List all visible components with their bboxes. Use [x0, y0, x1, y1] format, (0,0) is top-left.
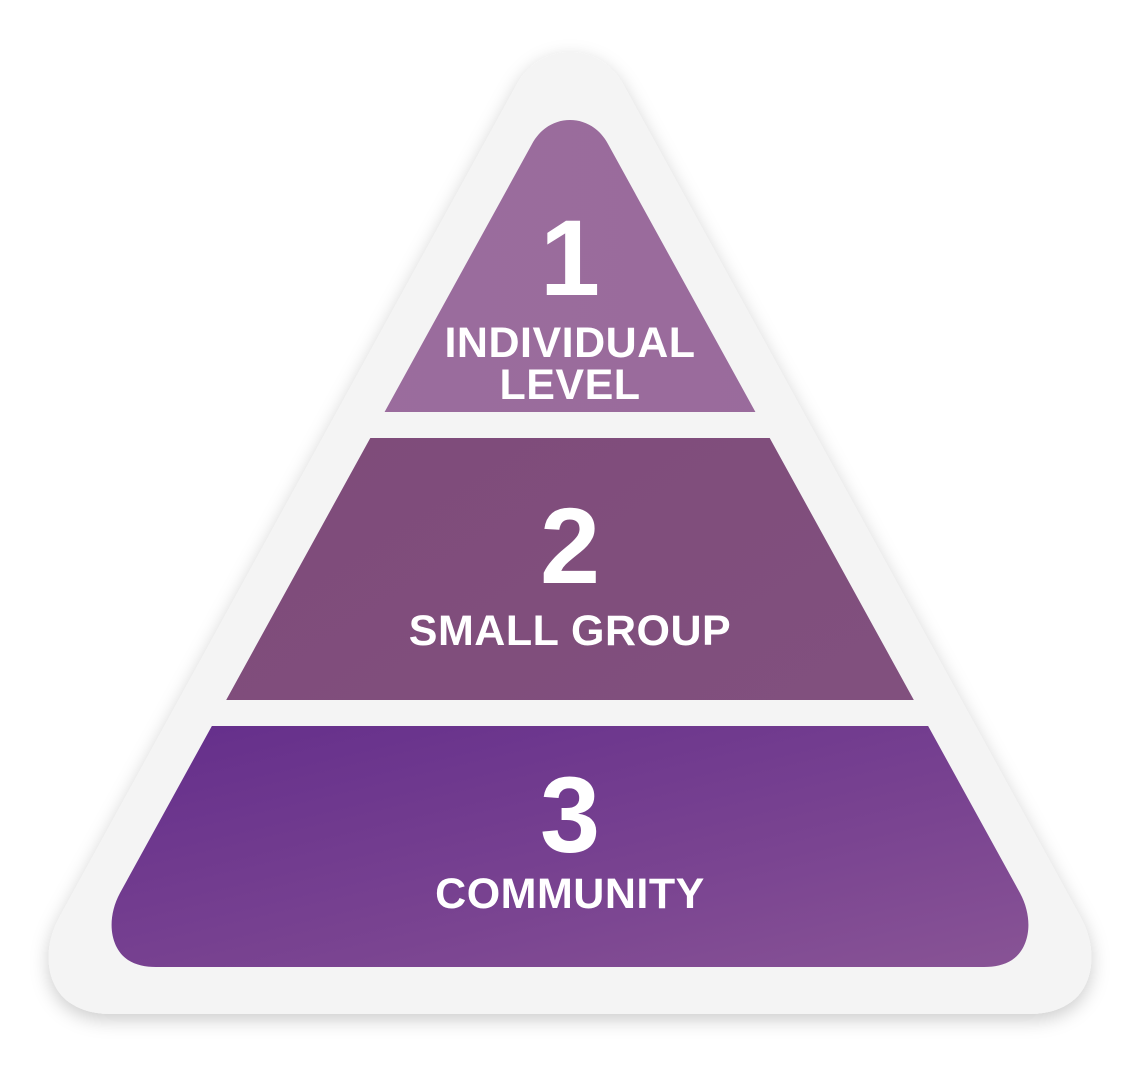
tier-2-label-line-1: SMALL GROUP	[409, 607, 731, 655]
tier-3-label-line-1: COMMUNITY	[435, 870, 705, 918]
tier-1-label-line-1: INDIVIDUAL	[444, 319, 695, 367]
tier-3-number: 3	[540, 754, 600, 875]
tier-2-number: 2	[540, 485, 600, 606]
pyramid-tier-1-content: 1 INDIVIDUAL LEVEL	[444, 197, 695, 409]
pyramid-tier-3-shape	[111, 726, 1029, 967]
pyramid-tier-3-content: 3 COMMUNITY	[435, 754, 705, 918]
tier-1-label-line-2: LEVEL	[499, 361, 640, 409]
pyramid-tier-2-content: 2 SMALL GROUP	[409, 485, 731, 655]
tier-1-number: 1	[540, 197, 600, 318]
